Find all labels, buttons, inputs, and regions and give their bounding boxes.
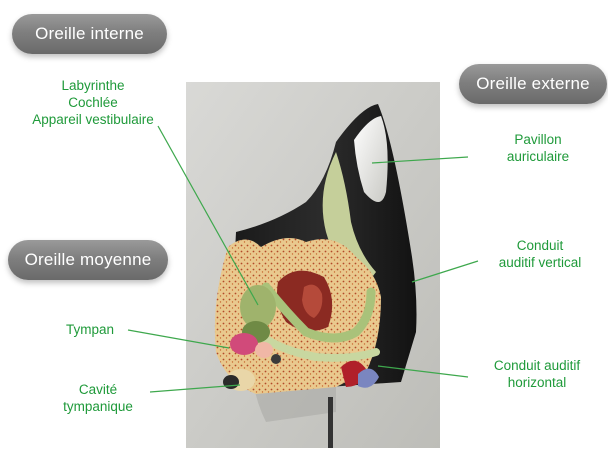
label-auditif-vertical: auditif vertical xyxy=(480,254,600,271)
label-conduit-horizontal-group: Conduit auditif horizontal xyxy=(474,357,600,391)
label-labyrinthe: Labyrinthe xyxy=(18,77,168,94)
leader-cavite xyxy=(150,385,240,392)
label-tympanique: tympanique xyxy=(48,398,148,415)
label-appareil-vestibulaire: Appareil vestibulaire xyxy=(18,111,168,128)
leader-tympan xyxy=(128,330,229,348)
leader-conduit-horizontal xyxy=(378,366,468,377)
label-pavillon-group: Pavillon auriculaire xyxy=(478,131,598,165)
leader-pavillon xyxy=(372,157,468,163)
label-labyrinthe-group: Labyrinthe Cochlée Appareil vestibulaire xyxy=(18,77,168,128)
label-conduit-vertical-group: Conduit auditif vertical xyxy=(480,237,600,271)
label-cochlee: Cochlée xyxy=(18,94,168,111)
label-horizontal: horizontal xyxy=(474,374,600,391)
label-tympan-group: Tympan xyxy=(58,321,122,338)
label-cavite-group: Cavité tympanique xyxy=(48,381,148,415)
label-conduit: Conduit xyxy=(480,237,600,254)
label-cavite: Cavité xyxy=(48,381,148,398)
leader-labyrinthe xyxy=(158,126,258,305)
label-tympan: Tympan xyxy=(58,321,122,338)
leader-conduit-vertical xyxy=(412,261,478,282)
label-conduit-auditif: Conduit auditif xyxy=(474,357,600,374)
label-auriculaire: auriculaire xyxy=(478,148,598,165)
label-pavillon: Pavillon xyxy=(478,131,598,148)
